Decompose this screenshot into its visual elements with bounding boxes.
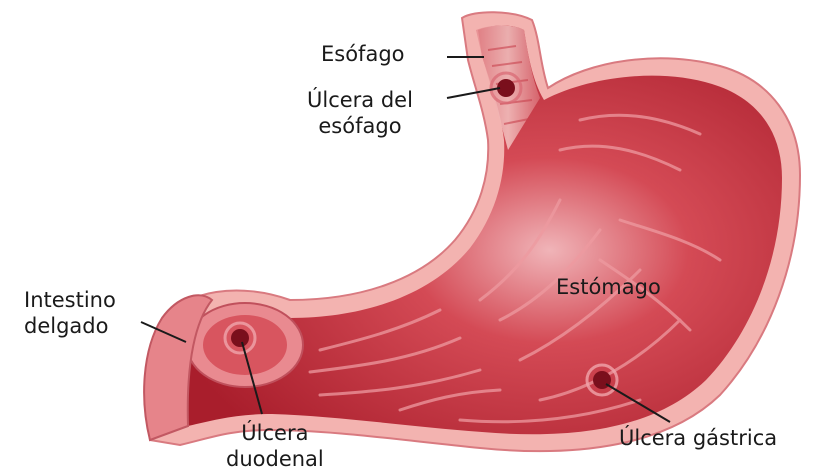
label-esophageal-ulcer: Úlcera del esófago	[307, 87, 413, 139]
label-duodenal-ulcer: Úlcera duodenal	[226, 420, 324, 472]
label-gastric-ulcer: Úlcera gástrica	[619, 425, 777, 451]
label-esophagus: Esófago	[321, 41, 405, 67]
label-small-intestine: Intestino delgado	[24, 287, 116, 339]
duodenal-ulcer-mark	[231, 329, 249, 347]
label-stomach: Estómago	[556, 274, 661, 300]
